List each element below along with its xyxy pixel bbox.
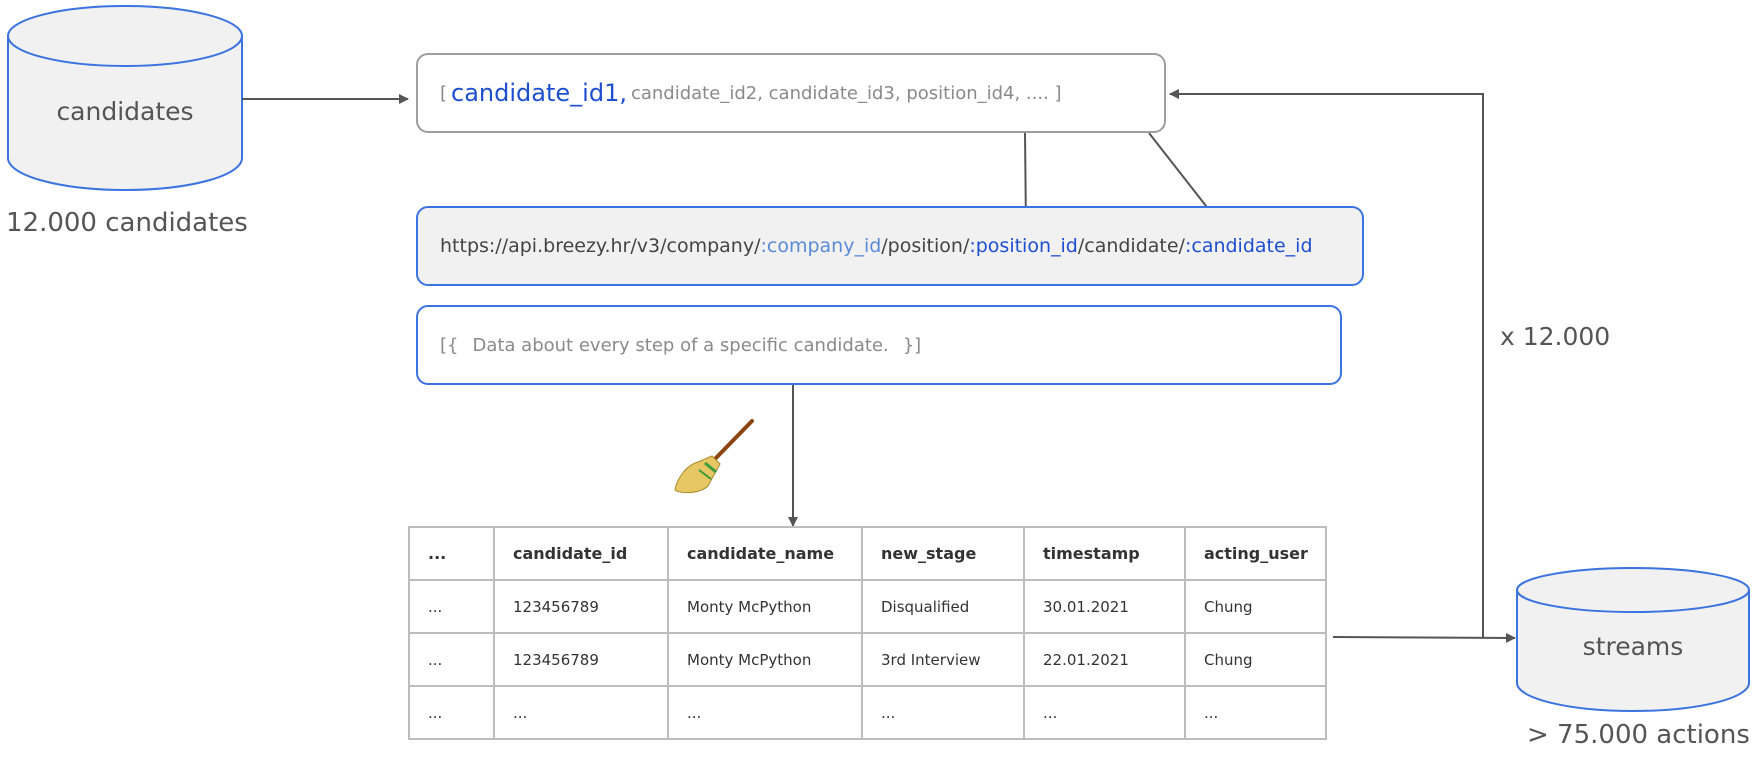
id-list-first: candidate_id1, <box>451 79 627 107</box>
table-cell: Disqualified <box>861 579 1025 634</box>
table-cell: Chung <box>1184 632 1327 687</box>
table-row: ... 123456789 Monty McPython 3rd Intervi… <box>408 632 1327 687</box>
streams-table: ... candidate_id candidate_name new_stag… <box>408 526 1327 740</box>
table-cell: Monty McPython <box>667 579 863 634</box>
table-cell: ... <box>493 685 669 740</box>
url-candidate-param: :candidate_id <box>1184 235 1313 257</box>
table-header-cell: ... <box>408 526 495 581</box>
table-cell: 30.01.2021 <box>1023 579 1186 634</box>
url-position-param: :position_id <box>969 235 1078 257</box>
table-cell: ... <box>408 685 495 740</box>
id-list-rest: candidate_id2, candidate_id3, position_i… <box>630 82 1062 104</box>
url-mid2: /candidate/ <box>1077 235 1185 257</box>
table-cell: Chung <box>1184 579 1327 634</box>
table-cell: Monty McPython <box>667 632 863 687</box>
id-list-box: [ candidate_id1, candidate_id2, candidat… <box>416 53 1166 133</box>
url-company-param: :company_id <box>760 235 882 257</box>
arrow-table-to-streams <box>1332 632 1516 643</box>
table-header-row: ... candidate_id candidate_name new_stag… <box>408 526 1327 581</box>
table-cell: ... <box>408 632 495 687</box>
url-prefix: https://api.breezy.hr/v3/company/ <box>440 235 761 257</box>
table-row: ... 123456789 Monty McPython Disqualifie… <box>408 579 1327 634</box>
table-header-cell: candidate_id <box>493 526 669 581</box>
table-cell: 123456789 <box>493 632 669 687</box>
table-row: ... ... ... ... ... ... <box>408 685 1327 740</box>
streams-label: streams <box>1582 632 1684 661</box>
table-header-cell: new_stage <box>861 526 1025 581</box>
table-cell: ... <box>1023 685 1186 740</box>
streams-database-shape <box>1516 567 1750 712</box>
table-cell: 22.01.2021 <box>1023 632 1186 687</box>
url-mid1: /position/ <box>881 235 970 257</box>
table-header-cell: candidate_name <box>667 526 863 581</box>
endpoint-url: https://api.breezy.hr/v3/company/:compan… <box>416 206 1364 286</box>
table-cell: 123456789 <box>493 579 669 634</box>
table-cell: ... <box>861 685 1025 740</box>
table-cell: ... <box>408 579 495 634</box>
arrow-list-to-candidate <box>1148 132 1218 221</box>
response-text: Data about every step of a specific cand… <box>472 334 889 356</box>
loop-arrow <box>1169 89 1484 637</box>
table-cell: 3rd Interview <box>861 632 1025 687</box>
table-cell: ... <box>667 685 863 740</box>
response-box: [{ Data about every step of a specific c… <box>416 305 1342 385</box>
id-list-open: [ <box>440 82 448 104</box>
broom-icon <box>674 419 754 494</box>
table-header-cell: acting_user <box>1184 526 1327 581</box>
response-close: }] <box>902 334 922 356</box>
candidates-database-shape <box>7 5 243 191</box>
table-header-cell: timestamp <box>1023 526 1186 581</box>
candidates-count: 12.000 candidates <box>6 208 248 238</box>
table-cell: ... <box>1184 685 1327 740</box>
loop-count-label: x 12.000 <box>1500 322 1611 351</box>
streams-count: > 75.000 actions <box>1527 720 1750 750</box>
candidates-label: candidates <box>56 97 194 126</box>
response-open: [{ <box>440 334 459 356</box>
